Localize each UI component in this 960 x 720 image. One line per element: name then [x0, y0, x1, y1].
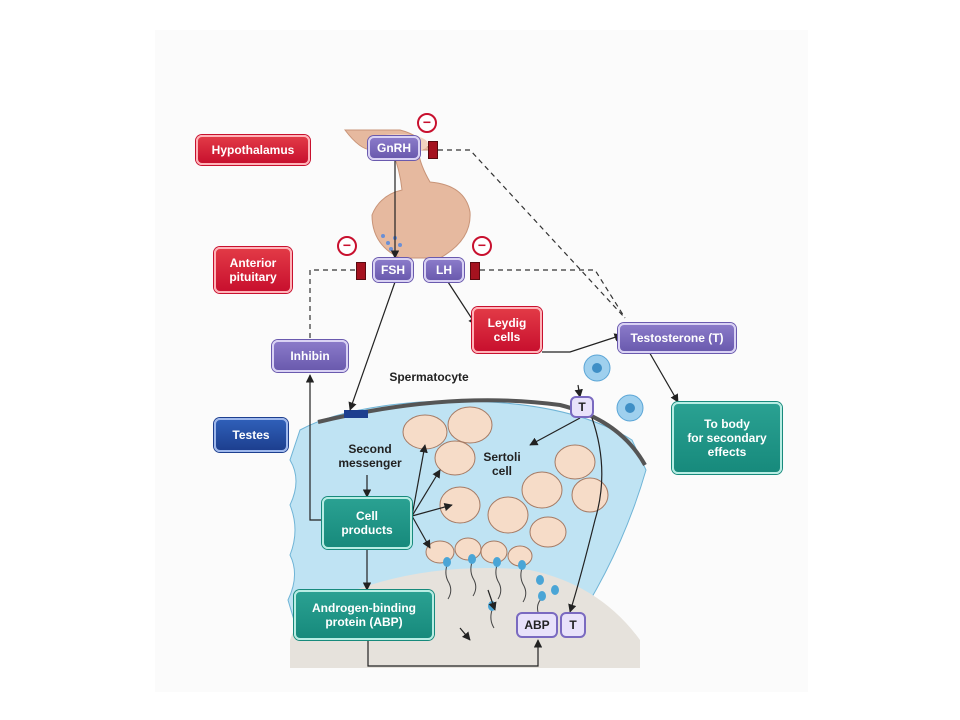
gnrh-box: GnRH	[368, 136, 420, 160]
abp-box: Androgen-binding protein (ABP)	[294, 590, 434, 640]
fsh-receptor	[344, 410, 368, 418]
minus-icon-fsh: −	[337, 236, 357, 256]
spermatocyte-label: Spermatocyte	[389, 370, 469, 384]
inhibition-bar-gnrh	[428, 141, 438, 159]
testosterone-molecules	[583, 354, 644, 422]
second-messenger-label: Second messenger	[338, 442, 402, 470]
inhibition-bar-lh	[470, 262, 480, 280]
basement-membrane	[317, 398, 647, 466]
abp-bound-t-box: T	[560, 612, 586, 638]
testosterone-box: Testosterone (T)	[618, 323, 736, 353]
hypothalamus-label: Hypothalamus	[196, 135, 310, 165]
inhibition-bar-fsh	[356, 262, 366, 280]
to-body-box: To body for secondary effects	[672, 402, 782, 474]
minus-icon-lh: −	[472, 236, 492, 256]
t-box: T	[570, 396, 594, 418]
spermatocyte-cells	[402, 406, 609, 567]
leydig-cells-label: Leydig cells	[472, 307, 542, 353]
anterior-pituitary-label: Anterior pituitary	[214, 247, 292, 293]
abp-small-box: ABP	[516, 612, 558, 638]
minus-icon-gnrh: −	[417, 113, 437, 133]
fsh-box: FSH	[373, 258, 413, 282]
cell-products-box: Cell products	[322, 497, 412, 549]
sertoli-cell-label: Sertoli cell	[483, 450, 521, 478]
sperm-tails	[445, 561, 543, 629]
testes-label: Testes	[214, 418, 288, 452]
inhibin-box: Inhibin	[272, 340, 348, 372]
pathway-arrows	[305, 158, 679, 667]
feedback-lines	[309, 149, 626, 340]
lh-box: LH	[424, 258, 464, 282]
